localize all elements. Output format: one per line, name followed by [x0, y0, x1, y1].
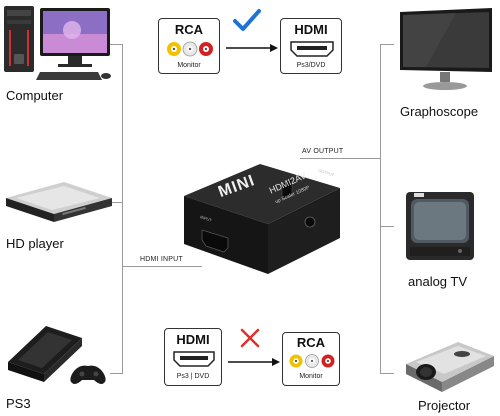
left-bracket-top [110, 44, 123, 45]
ps3-label: PS3 [6, 396, 31, 411]
bottom-rca-card: RCA Monitor [282, 332, 340, 386]
top-rca-title: RCA [174, 22, 204, 37]
analog-tv-image [404, 190, 476, 264]
computer-label: Computer [6, 88, 64, 103]
projector-image [398, 330, 498, 396]
rca-jacks-icon [165, 39, 215, 59]
hdmi-port-icon [290, 41, 334, 57]
cross-icon [238, 326, 262, 350]
computer-image [2, 4, 114, 82]
right-bracket-top [380, 44, 394, 45]
hdmi-input-label: HDMI INPUT [140, 256, 183, 263]
av-output-label: AV OUTPUT [302, 148, 344, 155]
top-hdmi-sub: Ps3/DVD [296, 62, 326, 69]
left-bracket-line [122, 44, 123, 374]
top-hdmi-card: HDMI Ps3/DVD [280, 18, 342, 74]
bottom-hdmi-card: HDMI Ps3 | DVD [164, 328, 222, 386]
bottom-hdmi-sub: Ps3 | DVD [176, 373, 210, 380]
bottom-hdmi-title: HDMI [176, 332, 210, 347]
right-bracket-line [380, 44, 381, 374]
av-output-line [300, 158, 381, 159]
graphoscope-label: Graphoscope [400, 104, 479, 119]
ps3-image [2, 318, 114, 388]
hdmi-port-icon [173, 351, 215, 367]
hd-player-image [2, 178, 114, 226]
bottom-rca-title: RCA [296, 335, 326, 350]
top-rca-card: RCA Monitor [158, 18, 220, 74]
left-bracket-bottom [110, 373, 123, 374]
right-bracket-bottom [380, 373, 394, 374]
top-rca-sub: Monitor [177, 62, 201, 69]
rca-jacks-icon [288, 352, 336, 370]
hdmi-input-line [122, 266, 202, 267]
hd-player-label: HD player [6, 236, 64, 251]
right-bracket-mid [380, 226, 394, 227]
analog-tv-label: analog TV [408, 274, 468, 289]
top-arrow-icon [226, 40, 278, 52]
bottom-arrow-icon [228, 354, 280, 366]
bottom-rca-sub: Monitor [299, 373, 323, 380]
check-icon [232, 8, 262, 34]
graphoscope-image [396, 8, 496, 94]
converter-box: MINI HDMI2AV up Scaler 1080P INPUT OUTPU… [178, 158, 348, 278]
left-bracket-mid [110, 202, 123, 203]
projector-label: Projector [418, 398, 471, 413]
top-hdmi-title: HDMI [294, 22, 328, 37]
